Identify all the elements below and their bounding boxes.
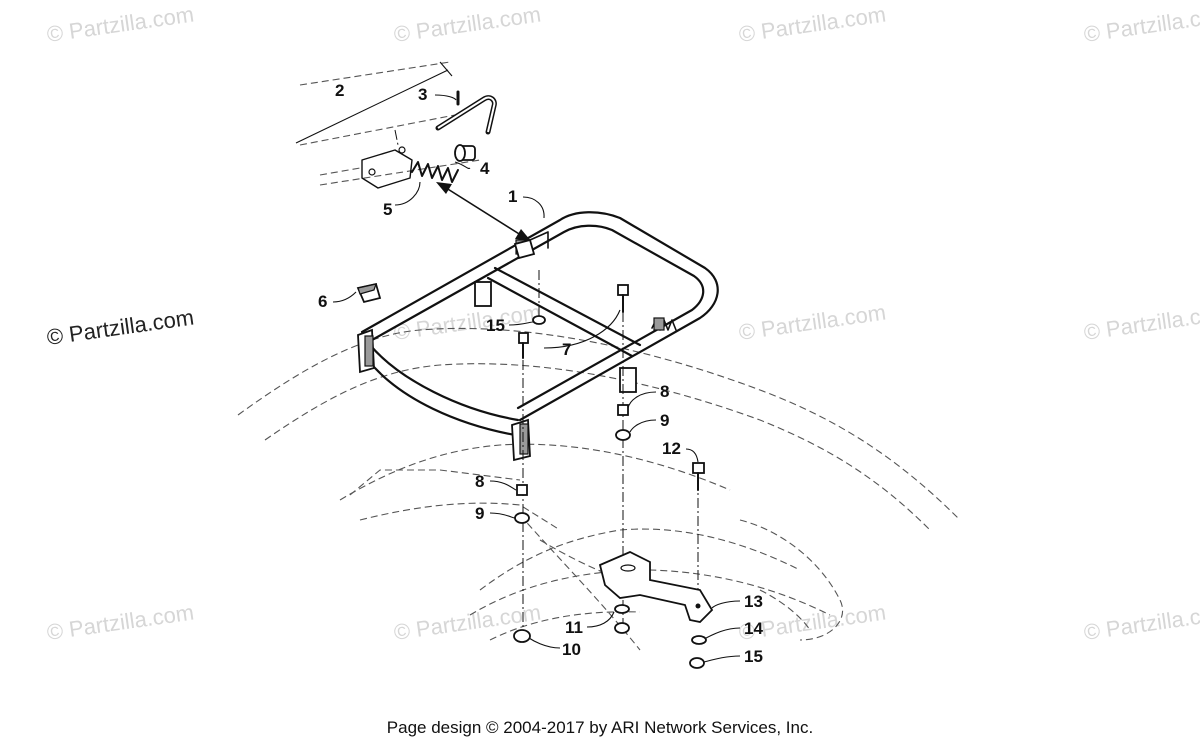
callout-3: 3 xyxy=(418,85,427,104)
vehicle-outline xyxy=(237,61,961,651)
latch-bracket xyxy=(361,129,413,189)
grommet xyxy=(356,282,382,304)
watermark: © Partzilla.com xyxy=(45,2,195,47)
callout-11: 11 xyxy=(565,618,583,637)
callout-9-left: 9 xyxy=(475,504,484,523)
watermark: © Partzilla.com xyxy=(1082,300,1200,345)
nut xyxy=(689,657,705,669)
support-bracket xyxy=(598,551,714,623)
fastener-stack-left xyxy=(513,484,531,643)
callout-14: 14 xyxy=(744,619,763,638)
callout-15-top: 15 xyxy=(486,316,505,335)
washer xyxy=(691,635,707,645)
watermark: © Partzilla.com xyxy=(737,2,887,47)
callout-9-right: 9 xyxy=(660,411,669,430)
watermark: © Partzilla.com xyxy=(1082,2,1200,47)
callout-15-right: 15 xyxy=(744,647,763,666)
callout-12: 12 xyxy=(662,439,681,458)
callout-6: 6 xyxy=(318,292,327,311)
latch-pin xyxy=(435,90,497,135)
watermark: © Partzilla.com xyxy=(737,300,887,345)
callout-13: 13 xyxy=(744,592,763,611)
callout-7: 7 xyxy=(562,340,571,359)
rack-frame xyxy=(357,211,719,462)
callout-1: 1 xyxy=(508,187,517,206)
flange-bolt xyxy=(692,462,705,491)
callout-8-left: 8 xyxy=(475,472,484,491)
grommet-rear xyxy=(513,238,536,260)
callout-10: 10 xyxy=(562,640,581,659)
nut xyxy=(532,315,546,325)
callout-labels: 1 2 3 4 5 6 7 8 8 9 9 10 11 12 13 14 15 … xyxy=(318,81,763,666)
callout-4: 4 xyxy=(480,159,490,178)
fastener-stack-right xyxy=(614,404,631,634)
bushing xyxy=(454,144,476,162)
bolt xyxy=(518,284,629,359)
callout-5: 5 xyxy=(383,200,392,219)
watermark: © Partzilla.com xyxy=(1082,600,1200,645)
watermark: © Partzilla.com xyxy=(392,2,542,47)
callout-2: 2 xyxy=(335,81,344,100)
watermark: © Partzilla.com xyxy=(45,600,195,645)
callout-8-right: 8 xyxy=(660,382,669,401)
watermark-primary: © Partzilla.com xyxy=(45,305,195,350)
page-footer: Page design © 2004-2017 by ARI Network S… xyxy=(386,718,814,737)
spring xyxy=(411,161,459,183)
callout-leaders xyxy=(332,94,741,663)
